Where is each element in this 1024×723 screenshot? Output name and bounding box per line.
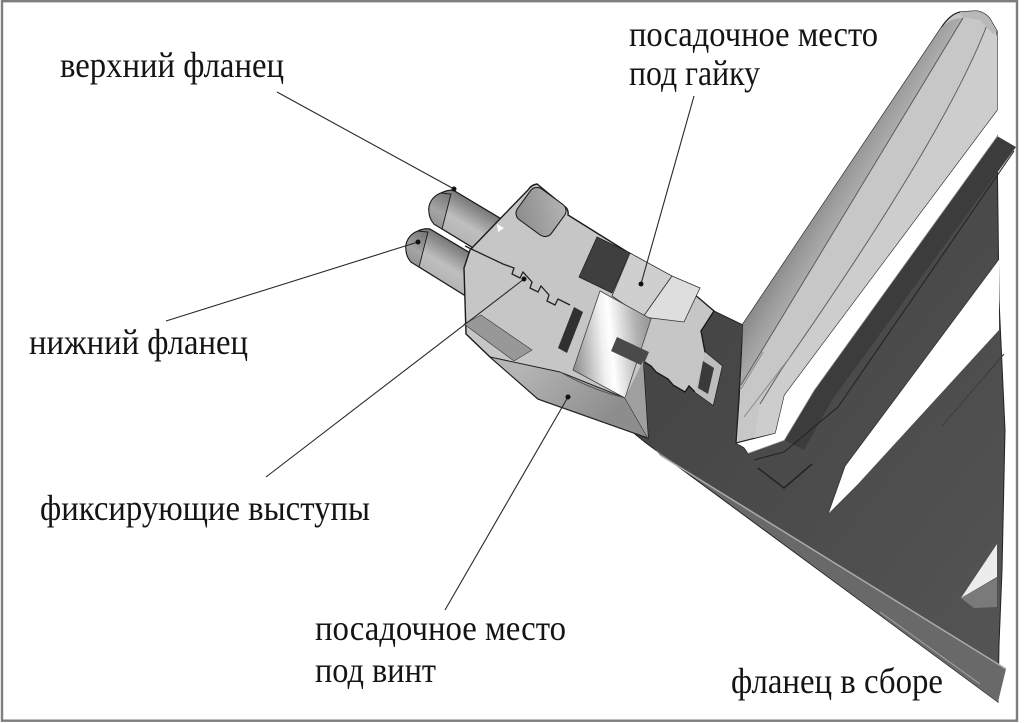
svg-text:нижний фланец: нижний фланец [29,322,248,362]
svg-text:под гайку: под гайку [629,53,760,93]
svg-text:фиксирующие выступы: фиксирующие выступы [40,488,370,528]
svg-text:фланец в сборе: фланец в сборе [731,661,943,701]
svg-text:под винт: под винт [315,650,436,690]
svg-text:посадочное место: посадочное место [315,608,566,648]
svg-text:посадочное место: посадочное место [629,14,878,54]
svg-text:верхний фланец: верхний фланец [60,45,284,85]
